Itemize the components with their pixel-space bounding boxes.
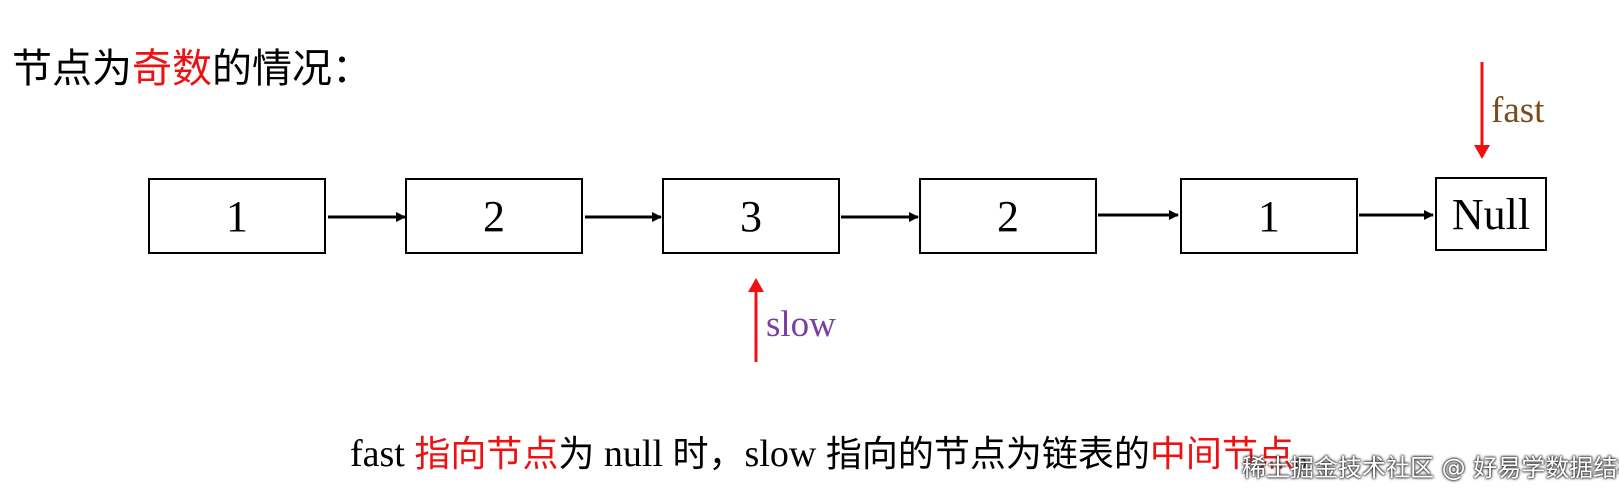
caption-highlight: 中间节点: [1149, 434, 1294, 475]
list-node-1: 1: [148, 178, 326, 254]
caption-part: 为: [558, 434, 595, 475]
caption-part: 指向的节点为链表的: [825, 434, 1150, 475]
list-node-4: 2: [919, 178, 1097, 254]
slow-pointer-label: slow: [766, 304, 836, 345]
caption: fast 指向节点为 null 时，slow 指向的节点为链表的中间节点。: [350, 425, 1330, 477]
caption-part: 时，: [672, 434, 745, 475]
list-node-null: Null: [1435, 177, 1547, 251]
list-node-2: 2: [405, 178, 583, 254]
title-highlight: 奇数: [132, 46, 212, 92]
node-value: 3: [740, 191, 762, 241]
list-node-3: 3: [662, 178, 840, 254]
title-prefix: 节点为: [12, 46, 132, 92]
node-value: 2: [997, 191, 1019, 241]
fast-pointer-label: fast: [1491, 90, 1545, 131]
caption-part: slow: [744, 433, 826, 475]
caption-highlight: 指向节点: [414, 434, 559, 475]
node-value: 1: [226, 191, 248, 241]
caption-part: null: [594, 433, 673, 475]
diagram-title: 节点为奇数的情况：: [12, 36, 372, 94]
caption-part: 。: [1293, 434, 1330, 475]
node-value: 1: [1258, 191, 1280, 241]
title-suffix: 的情况：: [212, 46, 372, 92]
node-value: 2: [483, 191, 505, 241]
list-node-5: 1: [1180, 178, 1358, 254]
node-value: Null: [1451, 189, 1531, 239]
watermark: 稀土掘金技术社区 @ 好易学数据结构: [1242, 454, 1619, 482]
caption-part: fast: [350, 433, 415, 475]
